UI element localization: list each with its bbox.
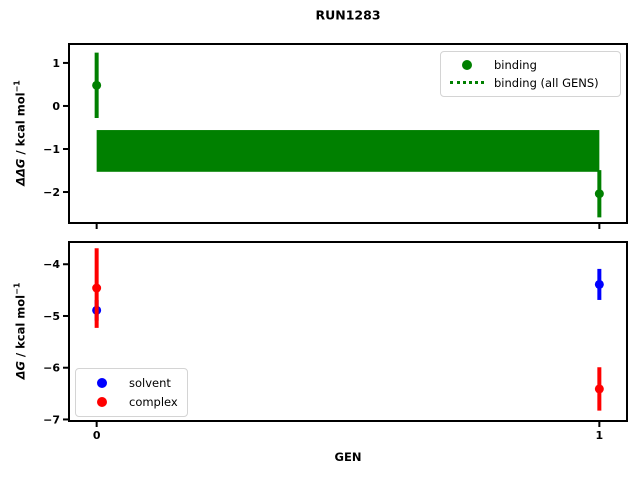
legend-label-binding-all-gens: binding (all GENS)	[494, 75, 599, 90]
axes-spines-bottom	[68, 241, 628, 422]
ylabel-math-part: ΔΔG	[13, 158, 28, 186]
x-tick-label-bottom: 0	[93, 429, 101, 442]
y-tick-label-bottom: −4	[43, 258, 60, 271]
complex-marker-swatch	[82, 396, 122, 407]
complex-point-gen0	[92, 283, 102, 293]
ylabel-superscript: −1	[12, 282, 22, 295]
solvent-point-gen1	[594, 279, 604, 289]
y-axis-label-dg: ΔG / kcal mol−1	[13, 283, 28, 380]
binding-marker-swatch	[447, 60, 487, 71]
ylabel-unit-part: / kcal mol	[13, 92, 28, 159]
y-tick-label-top: 0	[52, 100, 60, 113]
legend-binding: binding binding (all GENS)	[440, 51, 621, 97]
complex-point-gen1	[594, 384, 604, 394]
legend-entry-solvent: solvent	[82, 376, 179, 390]
legend-entry-binding-all-gens: binding (all GENS)	[447, 76, 612, 90]
chart-title: RUN1283	[315, 7, 381, 23]
y-tick-label-bottom: −7	[43, 413, 60, 426]
legend-label-complex: complex	[129, 394, 178, 409]
y-tick-label-top: 1	[52, 57, 60, 70]
x-axis-label: GEN	[334, 450, 362, 464]
y-tick-label-top: −1	[43, 143, 60, 156]
binding-point-gen1	[594, 189, 604, 199]
legend-solvent-complex: solvent complex	[75, 368, 188, 417]
binding-point-gen0	[92, 80, 102, 90]
axes-spines-top	[68, 43, 628, 224]
ylabel-math-part: ΔG	[13, 361, 28, 380]
y-tick-label-top: −2	[43, 186, 60, 199]
legend-entry-complex: complex	[82, 395, 179, 409]
ylabel-unit-part: / kcal mol	[13, 294, 28, 362]
binding-all-gens-dotted-line-swatch	[447, 81, 487, 85]
x-tick-label-bottom: 1	[596, 429, 604, 442]
y-tick-label-bottom: −6	[43, 362, 60, 375]
ylabel-superscript: −1	[12, 80, 22, 93]
solvent-marker-swatch	[82, 378, 122, 389]
confidence-band-binding-all-gens-	[96, 130, 600, 172]
legend-label-binding: binding	[494, 58, 537, 73]
legend-label-solvent: solvent	[129, 376, 171, 391]
y-tick-label-bottom: −5	[43, 310, 60, 323]
legend-entry-binding: binding	[447, 58, 612, 72]
y-axis-label-ddg: ΔΔG / kcal mol−1	[13, 80, 28, 186]
